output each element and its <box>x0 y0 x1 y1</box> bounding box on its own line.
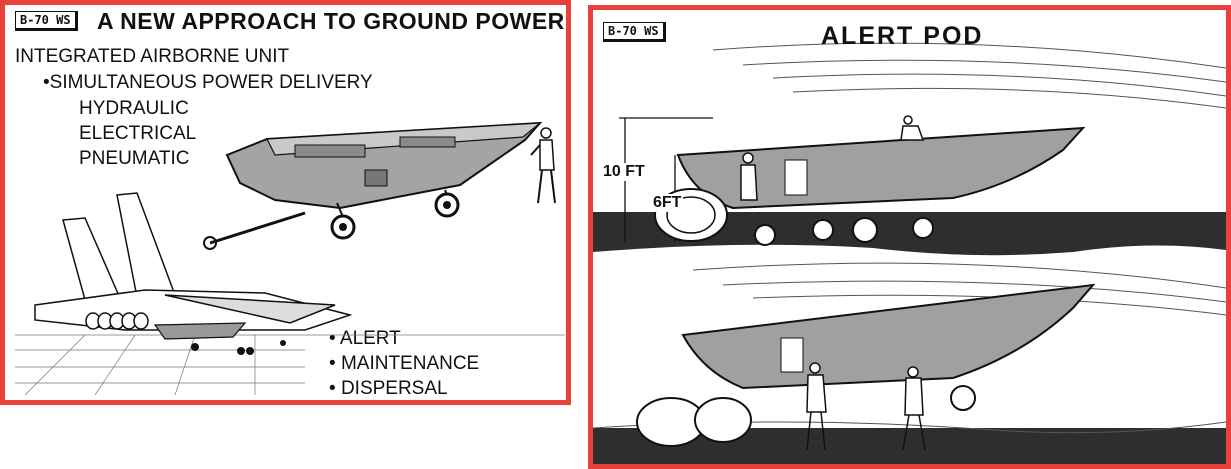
left-slide: B-70 WS A NEW APPROACH TO GROUND POWER I… <box>0 0 571 405</box>
slide-title: ALERT POD <box>821 22 984 50</box>
document-tag: B-70 WS <box>603 22 666 42</box>
power-pod-illustration <box>15 121 565 396</box>
bullet-simultaneous-power: •SIMULTANEOUS POWER DELIVERY <box>43 72 373 93</box>
subtitle: INTEGRATED AIRBORNE UNIT <box>15 46 290 67</box>
item-electrical: ELECTRICAL <box>79 123 197 144</box>
item-hydraulic: HYDRAULIC <box>79 98 189 119</box>
item-pneumatic: PNEUMATIC <box>79 148 190 169</box>
mode-alert: • ALERT <box>329 328 401 349</box>
dimension-height-label: 10 FT <box>601 163 647 181</box>
mode-maintenance: • MAINTENANCE <box>329 353 480 374</box>
slide-title: A NEW APPROACH TO GROUND POWER <box>97 8 565 34</box>
right-slide: B-70 WS ALERT POD 10 FT 6FT <box>588 5 1231 469</box>
dimension-width-label: 6FT <box>651 194 684 212</box>
mode-dispersal: • DISPERSAL <box>329 378 448 399</box>
alert-pod-illustration <box>593 42 1226 464</box>
document-tag: B-70 WS <box>15 11 78 31</box>
